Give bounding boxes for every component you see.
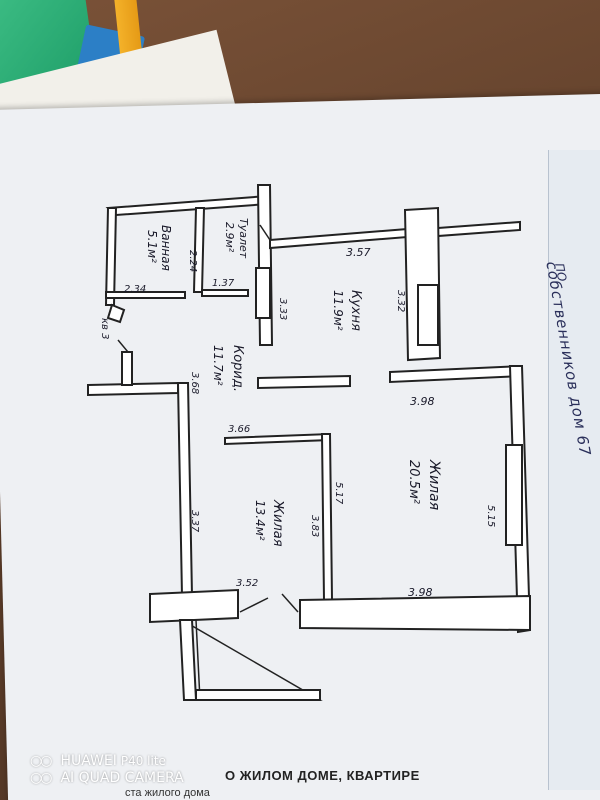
toilet-area: 2.9м²: [223, 222, 236, 253]
living2-name: Жилая: [270, 499, 285, 547]
living1-name: Жилая: [426, 459, 442, 510]
dim-living2-left: 3.37: [189, 510, 200, 533]
dim-top-kitchen: 3.57: [346, 246, 371, 259]
kitchen-name: Кухня: [348, 290, 363, 331]
dim-living1-right: 5.15: [485, 505, 496, 527]
dim-living1-top: 3.98: [410, 395, 435, 408]
dim-corridor-len: 3.68: [189, 372, 200, 394]
dim-bath-h: 2.24: [187, 250, 198, 272]
document-caption: О ЖИЛОМ ДОМЕ, КВАРТИРЕ: [225, 768, 420, 783]
side-document-strip: [548, 150, 600, 790]
watermark-model: P40 lite: [120, 754, 166, 768]
watermark-camera: AI QUAD CAMERA: [60, 770, 184, 786]
camera-watermark: ○○ HUAWEI P40 lite ○○ AI QUAD CAMERA: [30, 753, 184, 787]
toilet-name: Туалет: [237, 218, 250, 259]
dim-living1-bottom: 3.98: [408, 586, 433, 599]
dim-kitchen-left: 3.33: [277, 298, 288, 320]
dim-kitchen-right: 3.32: [395, 290, 406, 312]
walls: [87, 184, 532, 701]
document-caption-sub: ста жилого дома: [125, 787, 210, 799]
dim-bath-w: 2.34: [124, 284, 146, 295]
watermark-brand: HUAWEI: [60, 753, 117, 769]
room-labels: Ванная 5.1м² Туалет 2.9м² Кухня 11.9м² К…: [99, 218, 442, 547]
living2-area: 13.4м²: [253, 500, 267, 541]
dim-living2-right: 3.83: [309, 515, 320, 537]
living1-area: 20.5м²: [406, 460, 421, 504]
dimension-labels: 3.57 2.34 2.24 1.37 3.33 3.32 3.68 3.98 …: [124, 246, 496, 599]
bath-name: Ванная: [159, 225, 173, 271]
kitchen-area: 11.9м²: [331, 290, 345, 331]
dim-toilet-w: 1.37: [212, 278, 235, 289]
closet-label: кв 3: [99, 318, 110, 339]
bath-area: 5.1м²: [145, 230, 159, 263]
dim-living2-bottom: 3.52: [236, 578, 258, 589]
camera-dots-icon-2: ○○: [30, 770, 52, 786]
dim-living2-top: 3.66: [228, 424, 250, 435]
side-text-top: ПО: [552, 262, 570, 283]
corridor-name: Корид.: [230, 345, 245, 392]
camera-dots-icon: ○○: [30, 753, 52, 769]
corridor-area: 11.7м²: [211, 345, 225, 386]
dim-living1-left: 5.17: [333, 482, 344, 505]
